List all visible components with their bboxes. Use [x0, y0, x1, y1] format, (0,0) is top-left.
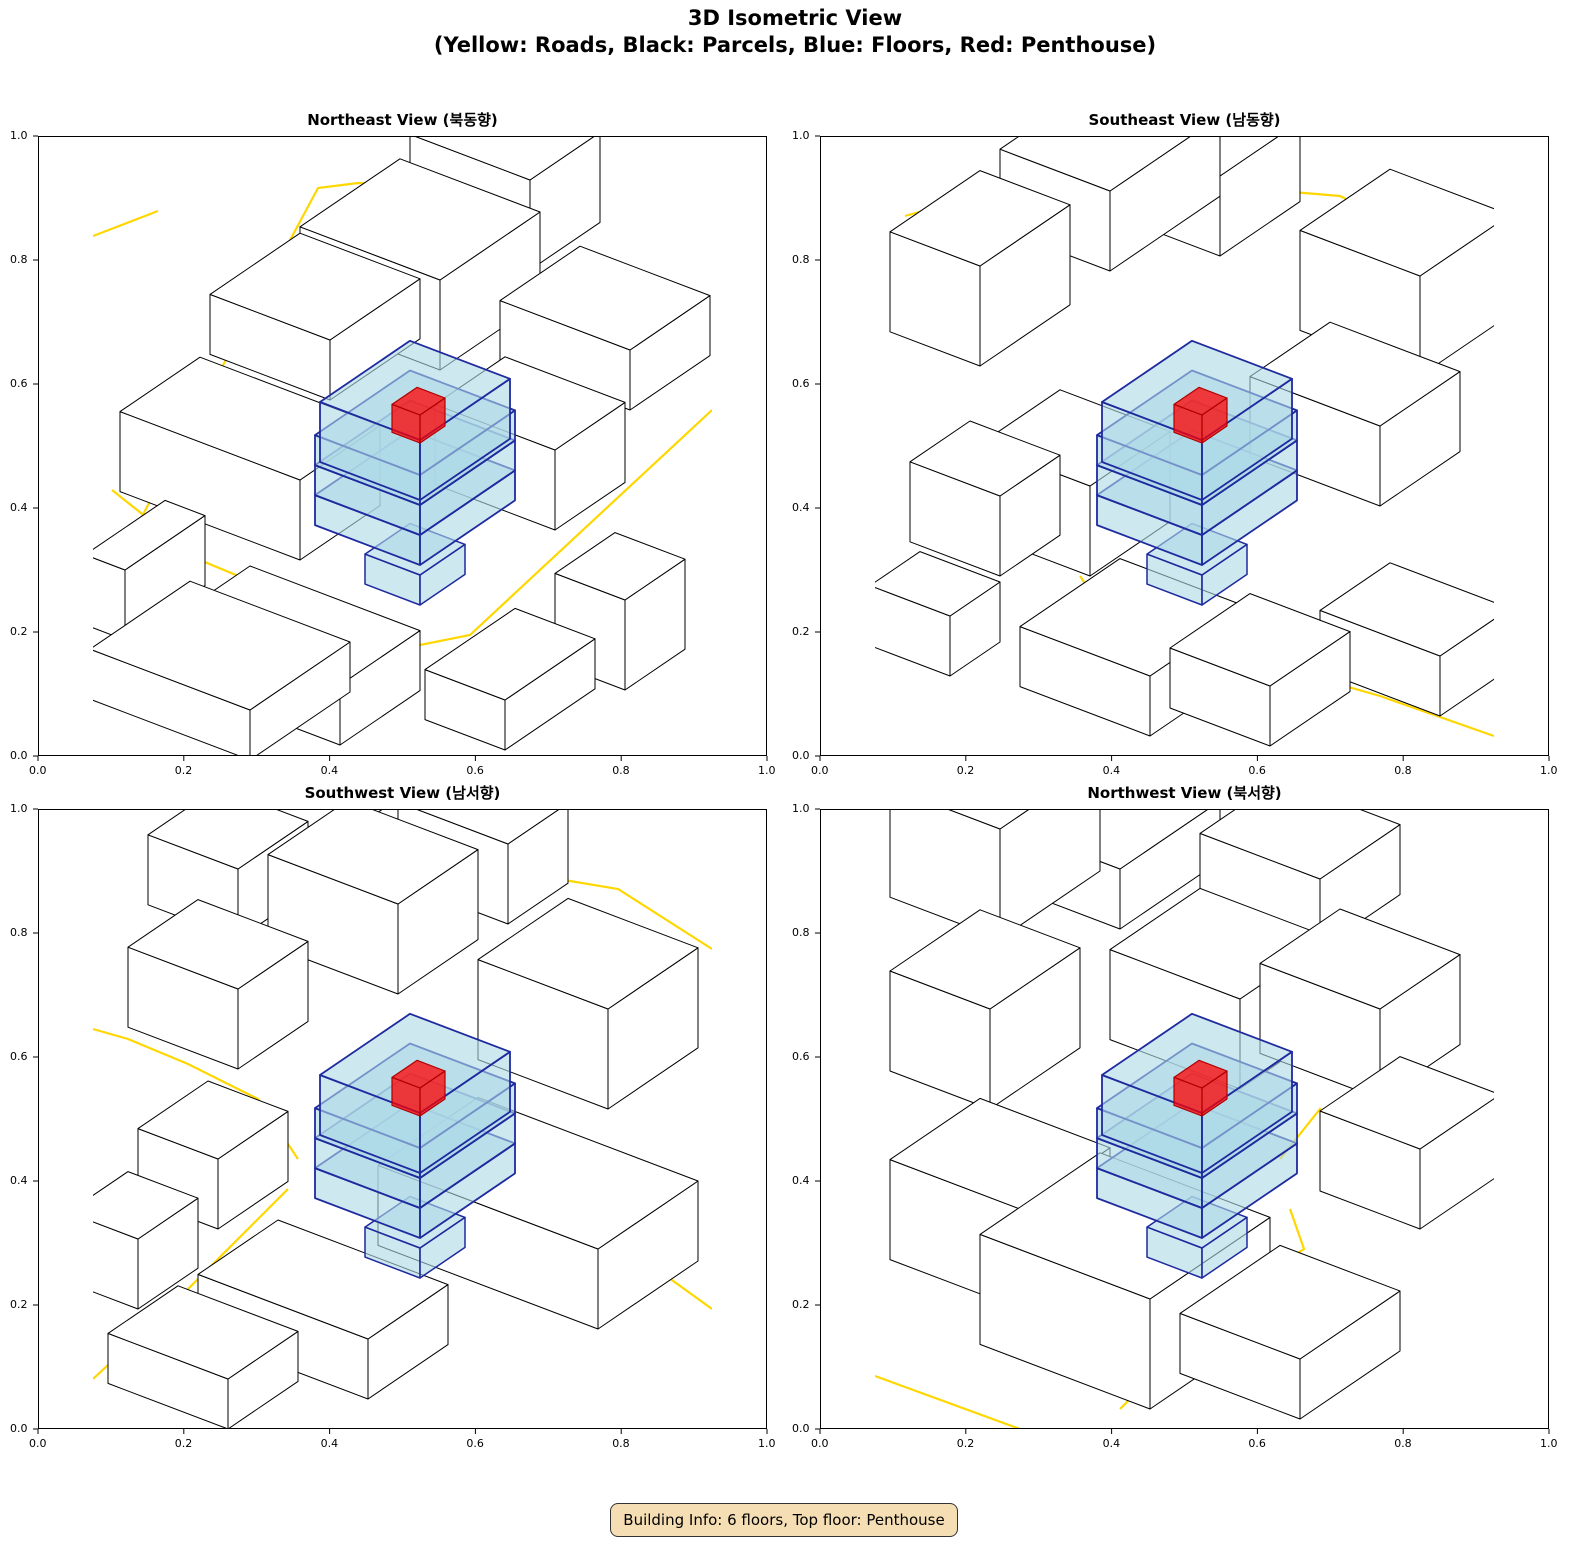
road-line	[557, 877, 712, 950]
x-tick-label: 1.0	[1540, 764, 1558, 777]
x-tick-label: 0.2	[174, 1437, 193, 1450]
y-tick-label: 0.4	[10, 501, 28, 514]
view-canvas	[33, 808, 768, 1434]
parcel-building	[499, 245, 711, 411]
view-canvas	[815, 135, 1550, 761]
penthouse-box	[1173, 386, 1228, 444]
parcel-building	[1179, 1244, 1401, 1420]
x-tick-label: 1.0	[758, 1437, 776, 1450]
building-info-box: Building Info: 6 floors, Top floor: Pent…	[610, 1503, 958, 1537]
x-tick-label: 0.0	[811, 764, 829, 777]
parcel-building	[889, 909, 1081, 1110]
x-tick-label: 0.8	[612, 1437, 630, 1450]
figure-title: 3D Isometric View	[687, 6, 903, 30]
y-tick-label: 0.2	[10, 625, 28, 638]
x-tick-label: 0.6	[1248, 764, 1266, 777]
parcel-building	[875, 551, 1001, 677]
parcel-building	[889, 170, 1071, 367]
y-tick-label: 0.6	[792, 1050, 810, 1063]
parcel-building	[107, 1285, 299, 1429]
y-tick-label: 0.2	[792, 1298, 810, 1311]
y-tick-label: 0.2	[792, 625, 810, 638]
parcel-building	[889, 809, 1101, 940]
parcel-building	[1319, 1056, 1494, 1230]
panel-title: Northwest View (북서향)	[1087, 784, 1282, 802]
x-tick-label: 0.8	[1394, 1437, 1412, 1450]
axes-frame	[820, 809, 1549, 1429]
y-tick-label: 1.0	[792, 129, 810, 142]
y-tick-label: 1.0	[792, 802, 810, 815]
parcel-building	[209, 232, 421, 401]
view-canvas	[815, 808, 1550, 1434]
panel-title: Northeast View (북동향)	[307, 111, 498, 129]
y-tick-label: 0.0	[10, 749, 28, 762]
x-tick-label: 0.8	[1394, 764, 1412, 777]
x-tick-label: 0.4	[320, 1437, 339, 1450]
x-tick-label: 0.6	[1248, 1437, 1266, 1450]
y-tick-label: 0.0	[792, 1422, 810, 1435]
y-tick-label: 0.0	[10, 1422, 28, 1435]
penthouse-box	[1173, 1059, 1228, 1117]
y-tick-label: 0.8	[10, 926, 28, 939]
x-tick-label: 0.4	[320, 764, 339, 777]
x-tick-label: 1.0	[1540, 1437, 1558, 1450]
penthouse-box	[391, 386, 446, 444]
parcel-building	[93, 499, 206, 641]
x-tick-label: 1.0	[758, 764, 776, 777]
x-tick-label: 0.0	[29, 764, 47, 777]
parcel-building	[909, 420, 1061, 577]
y-tick-label: 0.6	[10, 377, 28, 390]
y-tick-label: 0.4	[10, 1174, 28, 1187]
x-tick-label: 0.2	[174, 764, 193, 777]
x-tick-label: 0.4	[1102, 1437, 1121, 1450]
parcel-building	[127, 899, 309, 1070]
figure-subtitle: (Yellow: Roads, Black: Parcels, Blue: Fl…	[433, 33, 1157, 57]
y-tick-label: 0.6	[792, 377, 810, 390]
parcel-building	[93, 1171, 199, 1310]
axes-frame	[820, 136, 1549, 756]
x-tick-label: 0.6	[466, 1437, 484, 1450]
scene	[875, 809, 1494, 1429]
y-tick-label: 1.0	[10, 802, 28, 815]
y-tick-label: 0.2	[10, 1298, 28, 1311]
scene	[875, 136, 1494, 747]
parcel-building	[424, 607, 596, 751]
parcel-building	[267, 809, 479, 995]
panel-title: Southeast View (남동향)	[1088, 111, 1281, 129]
y-tick-label: 0.8	[792, 253, 810, 266]
y-tick-label: 0.6	[10, 1050, 28, 1063]
y-tick-label: 0.0	[792, 749, 810, 762]
road-line	[93, 209, 159, 238]
x-tick-label: 0.4	[1102, 764, 1121, 777]
penthouse-box	[391, 1059, 446, 1117]
parcel-building	[477, 897, 699, 1110]
road-line	[875, 1374, 1021, 1429]
view-canvas	[33, 135, 768, 761]
y-tick-label: 0.8	[10, 253, 28, 266]
x-tick-label: 0.2	[956, 1437, 975, 1450]
parcel-building	[93, 580, 351, 756]
y-tick-label: 1.0	[10, 129, 28, 142]
scene	[93, 136, 712, 756]
x-tick-label: 0.6	[466, 764, 484, 777]
x-tick-label: 0.2	[956, 764, 975, 777]
axes-frame	[38, 809, 767, 1429]
axes-frame	[38, 136, 767, 756]
scene	[93, 809, 712, 1429]
x-tick-label: 0.8	[612, 764, 630, 777]
x-tick-label: 0.0	[811, 1437, 829, 1450]
panel-title: Southwest View (남서향)	[304, 784, 501, 802]
parcel-building	[1169, 593, 1351, 747]
x-tick-label: 0.0	[29, 1437, 47, 1450]
y-tick-label: 0.8	[792, 926, 810, 939]
y-tick-label: 0.4	[792, 501, 810, 514]
y-tick-label: 0.4	[792, 1174, 810, 1187]
